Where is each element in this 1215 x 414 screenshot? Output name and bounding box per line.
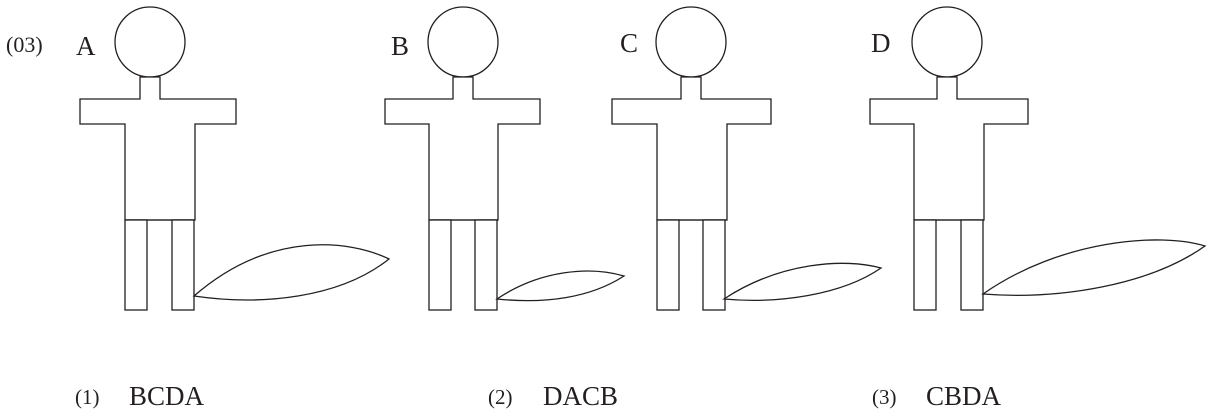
body <box>79 76 237 221</box>
head <box>114 6 186 78</box>
right-leg <box>474 219 498 311</box>
right-leg <box>960 219 984 311</box>
body <box>384 76 541 221</box>
option-3-answer: CBDA <box>926 381 1002 411</box>
option-3-number: (3) <box>872 385 897 409</box>
question-number: (03) <box>6 32 43 57</box>
figure-b <box>384 6 626 311</box>
left-leg <box>428 219 452 311</box>
figure-d <box>869 6 1207 311</box>
leaf-b <box>495 270 626 302</box>
figure-label-c: C <box>620 28 639 58</box>
option-1-number: (1) <box>75 385 100 409</box>
left-leg <box>913 219 937 311</box>
body <box>869 76 1029 221</box>
left-leg <box>124 219 148 311</box>
option-2-answer: DACB <box>543 381 619 411</box>
leaf-d <box>981 239 1207 296</box>
left-leg <box>656 219 680 311</box>
figure-a <box>79 6 391 311</box>
option-1-answer: BCDA <box>129 381 205 411</box>
head <box>911 6 983 78</box>
option-2-number: (2) <box>488 385 513 409</box>
figure-label-b: B <box>391 31 410 61</box>
head <box>427 6 499 78</box>
body <box>611 76 772 221</box>
right-leg <box>171 219 195 311</box>
leaf-a <box>192 244 391 301</box>
leaf-c <box>722 262 883 301</box>
figure-label-d: D <box>871 28 891 58</box>
figure-c <box>611 6 883 311</box>
figure-label-a: A <box>76 31 96 61</box>
right-leg <box>702 219 726 311</box>
head <box>655 6 727 78</box>
